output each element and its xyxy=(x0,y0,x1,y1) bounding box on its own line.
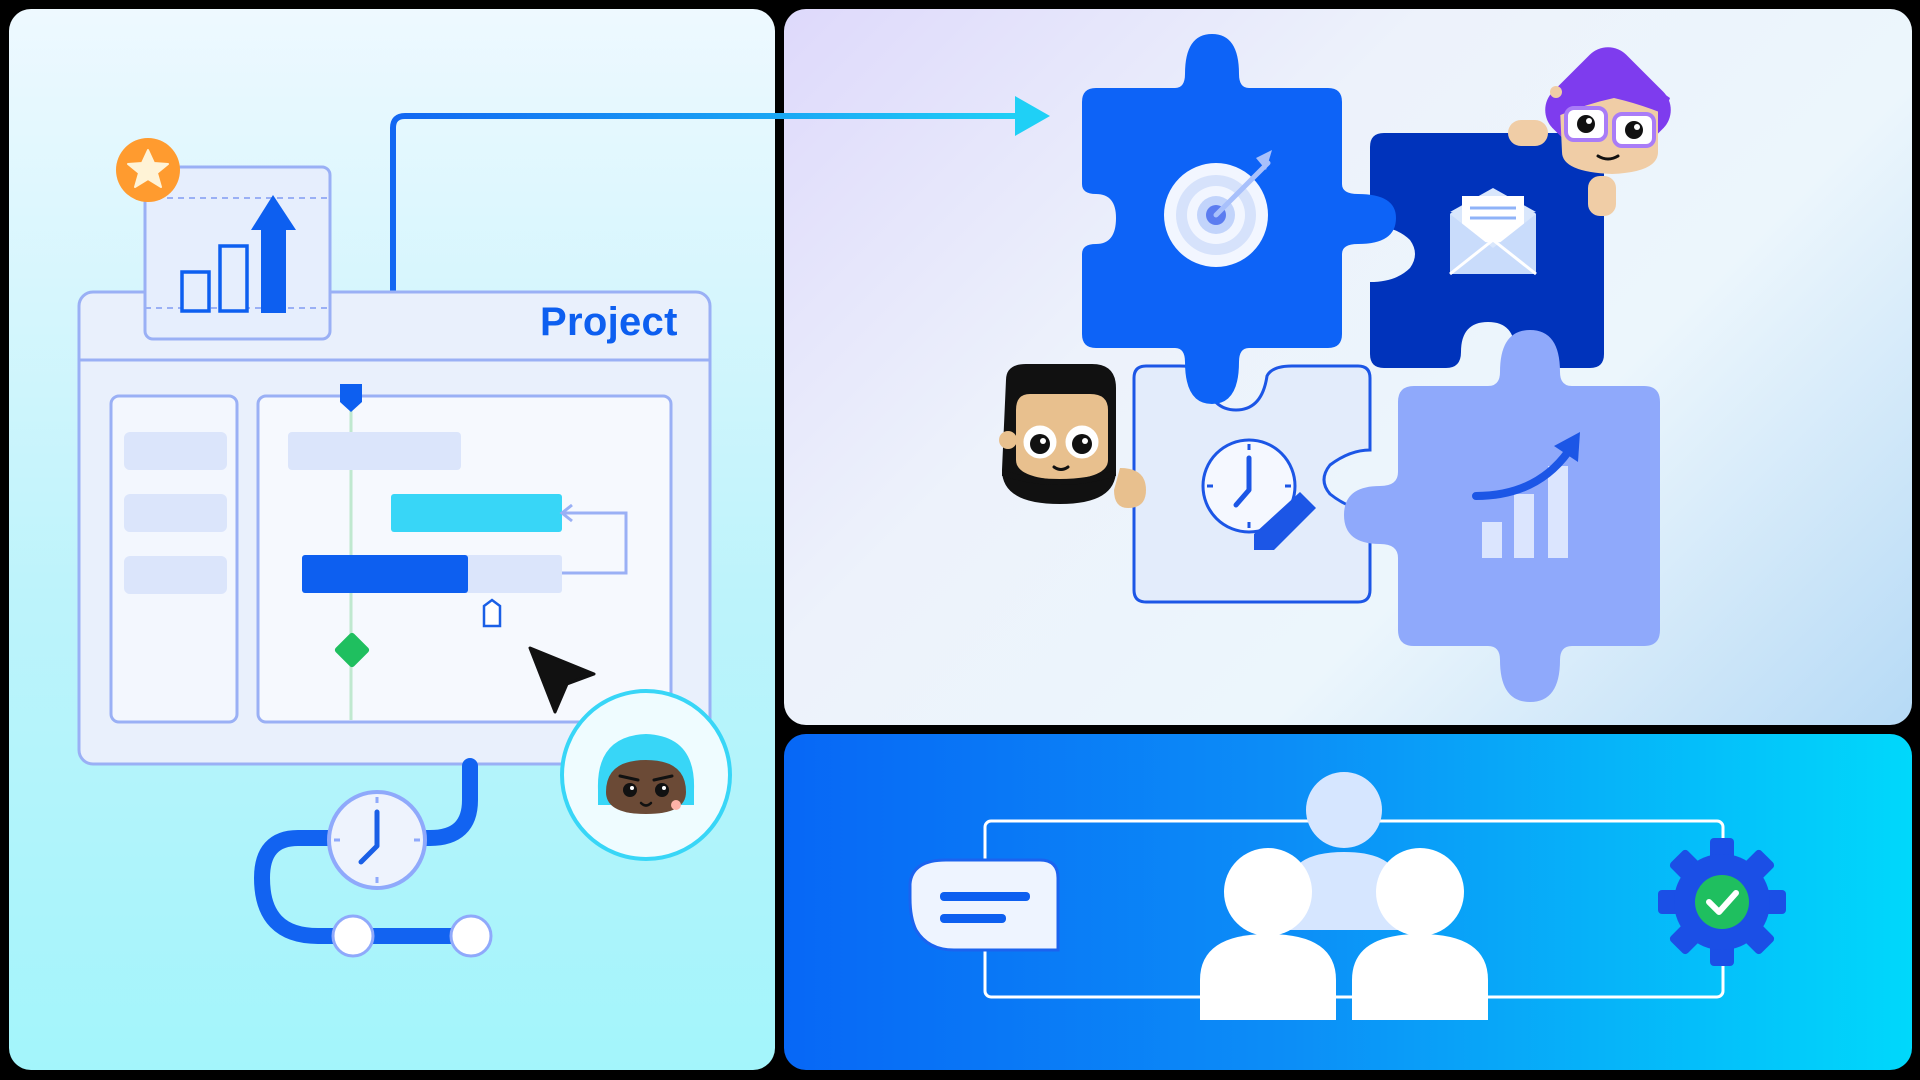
gantt-bar-progress xyxy=(302,555,468,593)
clock-icon-puzzle xyxy=(1201,438,1297,534)
project-window-title: Project xyxy=(540,300,678,344)
timeline-marker xyxy=(340,384,362,412)
star-icon xyxy=(116,138,180,202)
path-node xyxy=(331,914,375,958)
pencil-icon xyxy=(1254,492,1316,550)
target-icon xyxy=(1164,150,1272,267)
envelope-icon xyxy=(1449,188,1537,276)
chat-bubble-icon xyxy=(908,858,1060,952)
timeline-path xyxy=(253,758,493,958)
connector-arrow xyxy=(390,96,1050,292)
avatar-cyan-hair xyxy=(560,689,732,861)
avatar-black-hair xyxy=(999,364,1146,508)
puzzle-piece-periwinkle xyxy=(1344,330,1660,702)
project-window xyxy=(77,290,712,766)
growth-chart-icon xyxy=(1472,432,1580,558)
sidebar-row xyxy=(124,432,227,470)
gantt-bar-placeholder xyxy=(288,432,461,470)
cursor-arrow-icon xyxy=(528,646,596,714)
clock-icon xyxy=(327,790,427,890)
gear-check-icon xyxy=(1658,838,1786,966)
team-people-icon xyxy=(1200,772,1488,1020)
path-node xyxy=(449,914,493,958)
milestone-diamond-icon xyxy=(334,632,370,668)
gantt-dependency-line xyxy=(562,511,628,575)
bar-chart-up-icon xyxy=(143,165,332,341)
home-icon xyxy=(482,598,502,628)
sidebar-row xyxy=(124,556,227,594)
gantt-bar-cyan xyxy=(391,494,562,532)
sidebar-row xyxy=(124,494,227,532)
avatar-purple-hair xyxy=(1508,47,1671,216)
